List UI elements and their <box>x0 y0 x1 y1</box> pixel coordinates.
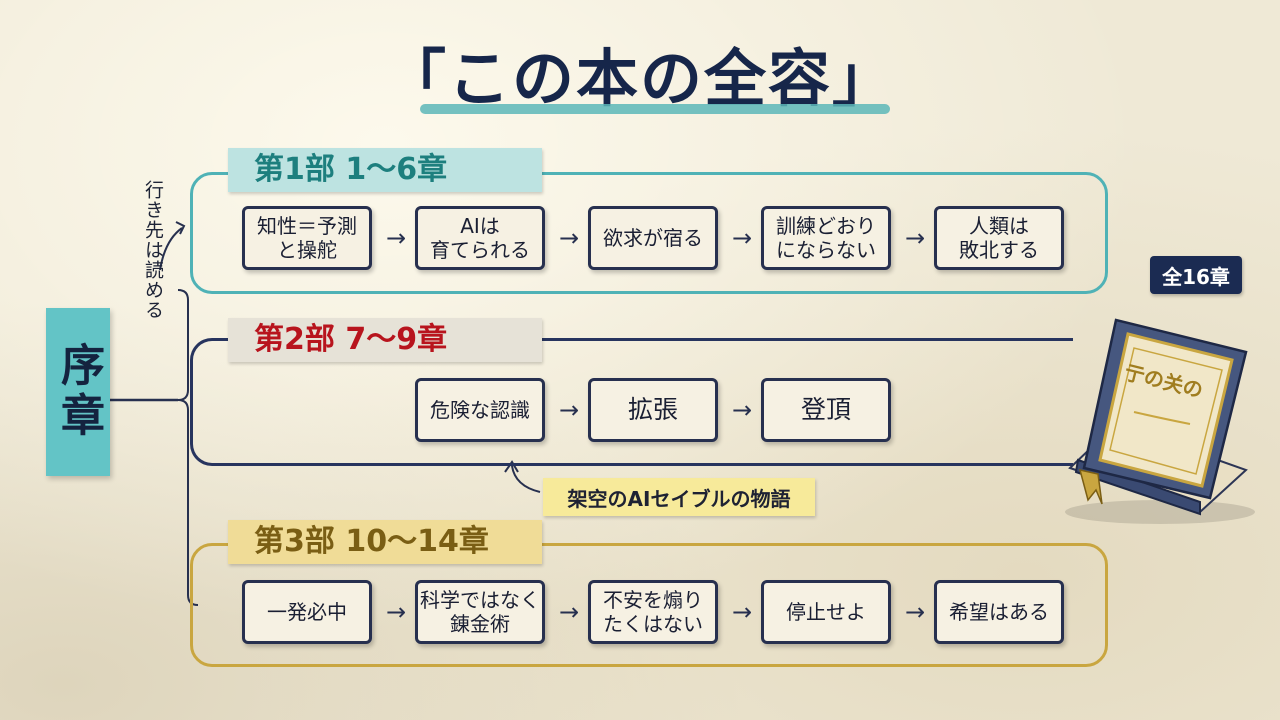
arrow-icon: → <box>385 224 407 252</box>
title-underline <box>420 104 890 114</box>
part-2-frame <box>190 338 1073 466</box>
arrow-icon: → <box>558 224 580 252</box>
arrow-icon: → <box>558 396 580 424</box>
side-note: 行き先は読める <box>142 180 164 320</box>
part-1-chapter-4: 訓練どおり にならない <box>761 206 891 270</box>
book-icon: 亍の关の <box>1065 318 1255 524</box>
part-1-label: 第1部 1〜6章 <box>228 148 542 192</box>
part-3-chapter-2: 科学ではなく 錬金術 <box>415 580 545 644</box>
part-1-chapter-1: 知性＝予測 と操舵 <box>242 206 372 270</box>
arrow-icon: → <box>731 224 753 252</box>
page-title: 「この本の全容」 <box>383 42 896 115</box>
part-1-frame <box>190 172 1108 294</box>
part-1-chapter-2: AIは 育てられる <box>415 206 545 270</box>
part-2-chapter-2: 拡張 <box>588 378 718 442</box>
part-3-chapter-5: 希望はある <box>934 580 1064 644</box>
part-2-chapter-3: 登頂 <box>761 378 891 442</box>
arrow-icon: → <box>731 598 753 626</box>
arrow-icon: → <box>904 224 926 252</box>
part-1-chapter-3: 欲求が宿る <box>588 206 718 270</box>
part-3-label: 第3部 10〜14章 <box>228 520 542 564</box>
part-3-frame <box>190 543 1108 667</box>
story-note: 架空のAIセイブルの物語 <box>543 478 815 516</box>
part-3-chapter-4: 停止せよ <box>761 580 891 644</box>
part-2-chapter-1: 危険な認識 <box>415 378 545 442</box>
part-2-label: 第2部 7〜9章 <box>228 318 542 362</box>
total-chapters-badge: 全16章 <box>1150 256 1242 294</box>
prologue-tag: 序章 <box>46 308 110 476</box>
arrow-icon: → <box>558 598 580 626</box>
part-3-chapter-1: 一発必中 <box>242 580 372 644</box>
arrow-icon: → <box>731 396 753 424</box>
part-3-chapter-3: 不安を煽り たくはない <box>588 580 718 644</box>
arrow-icon: → <box>385 598 407 626</box>
arrow-icon: → <box>904 598 926 626</box>
part-1-chapter-5: 人類は 敗北する <box>934 206 1064 270</box>
